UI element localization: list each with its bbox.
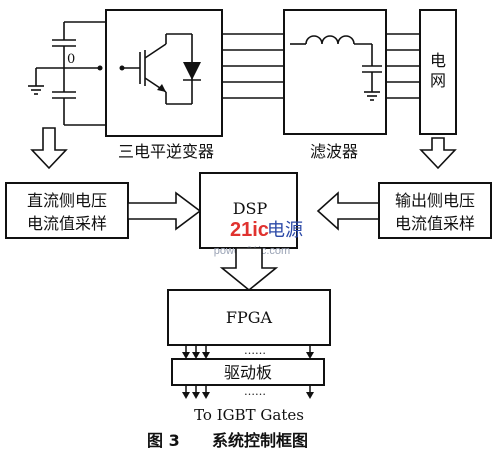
filter-grid-bus	[386, 33, 420, 99]
igbt-arrow-icon	[157, 84, 166, 92]
ac-sampling-label-1: 输出侧电压	[395, 191, 475, 210]
dc-link-capacitors	[28, 22, 100, 125]
gate-terminal	[119, 65, 125, 71]
fpga-block	[167, 289, 331, 346]
inverter-block	[105, 9, 223, 137]
igbt-gates-label: To IGBT Gates	[194, 406, 304, 424]
dsp-to-fpga-arrow	[219, 247, 279, 292]
fpga-driver-ellipsis: ……	[244, 344, 266, 357]
grid-block	[419, 9, 457, 135]
diode-icon	[183, 62, 201, 80]
dc-sampling-label-2: 电流值采样	[27, 214, 107, 233]
ac-sampling-label-2: 电流值采样	[395, 214, 475, 233]
dc-midpoint-node	[97, 65, 103, 71]
dc-sampling-label-1: 直流侧电压	[27, 191, 107, 210]
gate-ellipsis: ……	[244, 385, 266, 398]
inverter-filter-bus	[222, 33, 284, 99]
ac-sense-arrow	[419, 137, 457, 170]
dc-to-dsp-arrow	[127, 191, 202, 231]
driver-board-block	[171, 358, 325, 386]
filter-label: 滤波器	[310, 142, 358, 161]
dc-sense-arrow	[30, 127, 68, 170]
dc-midpoint-label: 0	[67, 52, 75, 67]
figure-title: 系统控制框图	[212, 431, 308, 450]
fpga-driver-arrowheads	[182, 352, 314, 359]
dc-sampling-block	[5, 182, 129, 239]
grid-label: 电	[430, 51, 446, 70]
filter-capacitor-icon	[362, 44, 382, 101]
filter-block	[283, 9, 387, 135]
watermark-brand-cn: 电源	[267, 220, 303, 241]
ac-sampling-block	[378, 182, 492, 239]
dc-bus-rails	[64, 21, 106, 126]
figure-number: 图 3	[147, 431, 180, 450]
gate-arrowheads	[182, 392, 314, 399]
inverter-label: 三电平逆变器	[118, 142, 214, 161]
fpga-label: FPGA	[226, 308, 273, 327]
dsp-label: DSP	[233, 199, 268, 218]
watermark-brand-number: 21ic	[230, 219, 269, 241]
grid-label-2: 网	[430, 71, 446, 90]
inductor-icon	[290, 35, 372, 45]
ac-to-dsp-arrow	[316, 191, 380, 231]
driver-board-label: 驱动板	[224, 363, 272, 382]
